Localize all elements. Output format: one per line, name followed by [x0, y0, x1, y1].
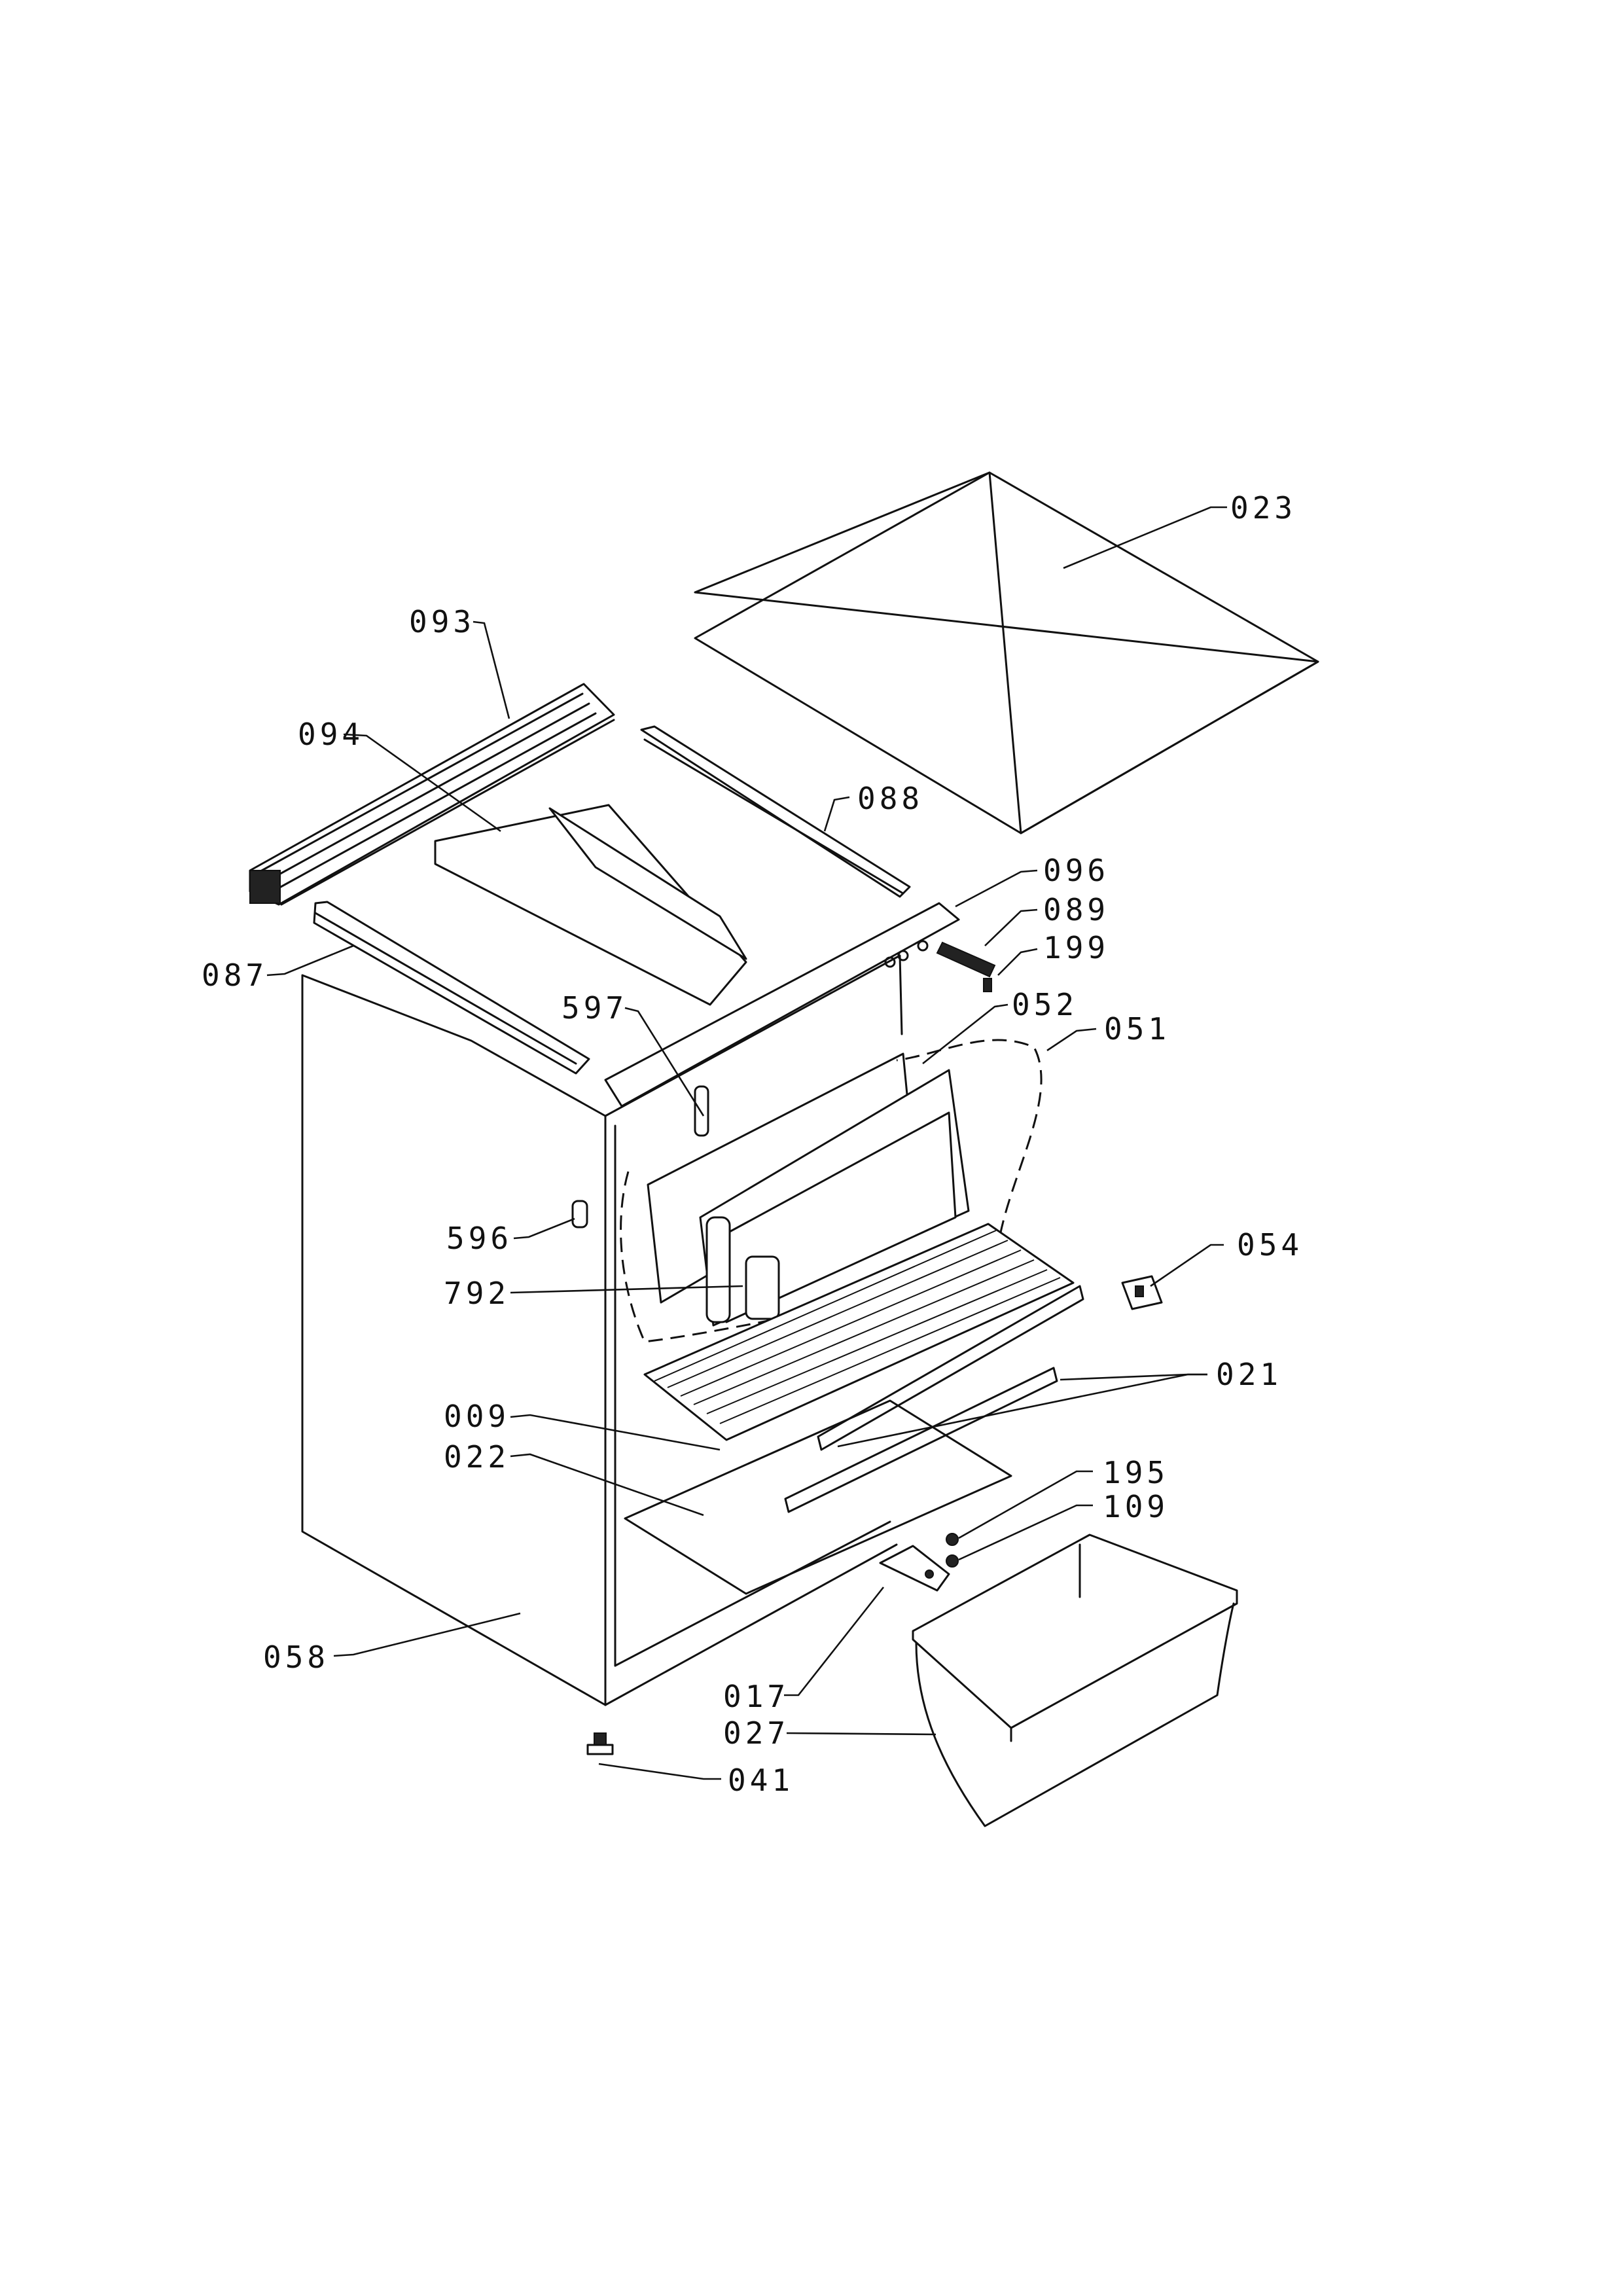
- part-089-bracket: [936, 941, 996, 978]
- part-199-pin: [983, 978, 992, 992]
- label-021: 021: [1216, 1357, 1282, 1392]
- part-058-cabinet: [301, 954, 903, 1706]
- label-052: 052: [1012, 987, 1078, 1022]
- part-labels: 023 093 094 088 096 089 199 087 597 052 …: [202, 490, 1303, 1798]
- part-023-top-panel: [694, 471, 1319, 834]
- label-596: 596: [446, 1221, 512, 1256]
- part-596-clip: [571, 1200, 588, 1229]
- label-096: 096: [1043, 853, 1109, 888]
- part-009-wire-shelf: [643, 1223, 1075, 1441]
- label-054: 054: [1237, 1227, 1303, 1263]
- part-087-side-rail: [313, 901, 590, 1075]
- label-017: 017: [723, 1679, 789, 1714]
- part-027-crisper-drawer: [912, 1534, 1238, 1827]
- part-088-rear-rail: [640, 725, 911, 898]
- label-199: 199: [1043, 930, 1109, 965]
- part-195-washer: [946, 1533, 959, 1546]
- label-088: 088: [857, 781, 923, 816]
- part-054-latch: [1121, 1275, 1163, 1310]
- label-597: 597: [562, 990, 628, 1026]
- label-089: 089: [1043, 892, 1109, 927]
- part-093-front-trim: [249, 683, 615, 906]
- part-022-glass-shelf: [624, 1399, 1012, 1595]
- label-009: 009: [444, 1399, 510, 1434]
- part-094-insulation-board: [434, 804, 747, 1006]
- part-041-foot: [586, 1732, 614, 1755]
- label-093: 093: [409, 604, 475, 639]
- part-021-shelf-rails: [784, 1285, 1084, 1513]
- label-051: 051: [1104, 1011, 1170, 1047]
- label-041: 041: [728, 1763, 794, 1798]
- part-792-handle: [705, 1216, 780, 1323]
- leader-lines: [266, 506, 1227, 1780]
- label-058: 058: [263, 1640, 329, 1675]
- label-195: 195: [1103, 1455, 1169, 1490]
- label-087: 087: [202, 958, 268, 993]
- label-792: 792: [444, 1276, 510, 1311]
- label-027: 027: [723, 1715, 789, 1751]
- label-109: 109: [1103, 1489, 1169, 1524]
- part-597-clip: [694, 1085, 709, 1137]
- label-022: 022: [444, 1439, 510, 1475]
- part-109-screw: [946, 1554, 959, 1568]
- part-017-bottom-hinge: [879, 1545, 950, 1592]
- label-023: 023: [1230, 490, 1296, 526]
- label-094: 094: [298, 717, 364, 752]
